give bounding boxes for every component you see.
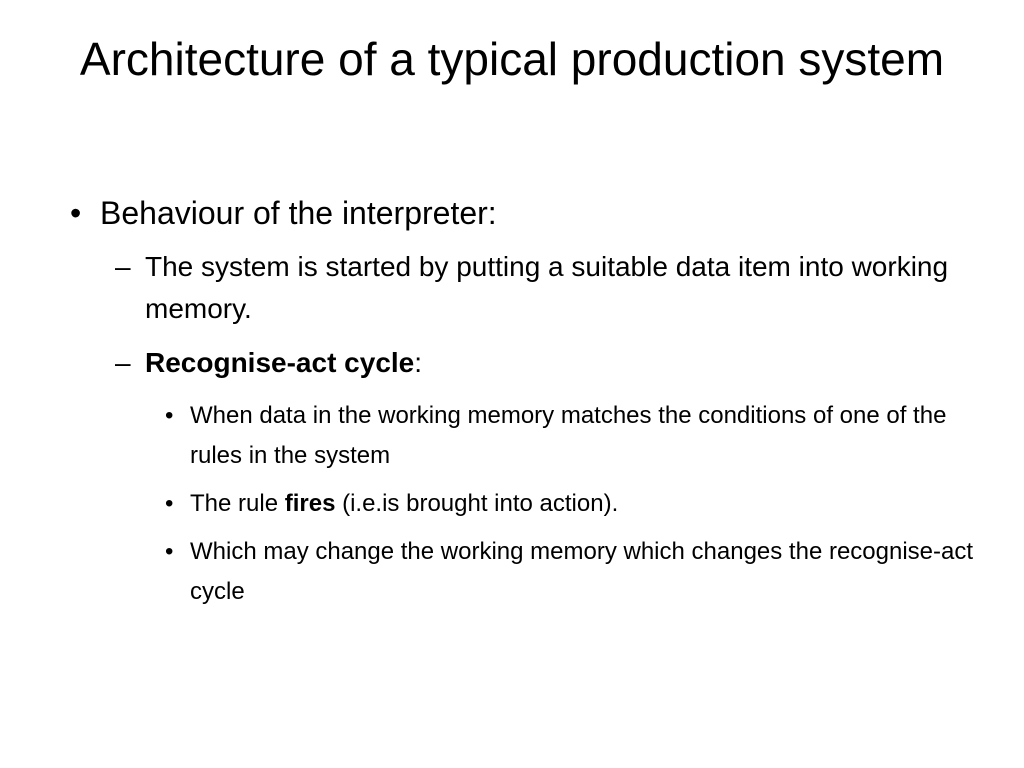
subsub-bullet-change-memory: • Which may change the working memory wh…	[165, 532, 990, 612]
dash-marker: –	[115, 347, 131, 378]
bullet-text: Behaviour of the interpreter:	[100, 195, 497, 231]
subsub-bullet-text: When data in the working memory matches …	[190, 402, 947, 469]
subsub-bullet-rule-fires: • The rule fires (i.e.is brought into ac…	[165, 484, 990, 524]
bullet-marker: •	[165, 538, 174, 565]
bullet-marker: •	[165, 490, 174, 517]
slide-body: • Behaviour of the interpreter: – The sy…	[70, 192, 990, 620]
sub-bullet-text: The system is started by putting a suita…	[145, 251, 949, 324]
subsub-bullet-data-matches: • When data in the working memory matche…	[165, 396, 990, 476]
bullet-marker: •	[165, 402, 174, 429]
sub-bullet-recognise-act: – Recognise-act cycle:	[115, 342, 990, 384]
rule-fires-pre: The rule	[190, 490, 285, 517]
slide-title: Architecture of a typical production sys…	[79, 33, 945, 85]
fires-term: fires	[284, 490, 336, 517]
bullet-marker: •	[70, 195, 82, 231]
recognise-act-colon: :	[414, 347, 423, 378]
dash-marker: –	[115, 251, 131, 282]
rule-fires-post: (i.e.is brought into action).	[335, 490, 619, 517]
recognise-act-term: Recognise-act cycle	[145, 347, 415, 378]
sub-bullet-system-start: – The system is started by putting a sui…	[115, 246, 990, 330]
bullet-interpreter-behaviour: • Behaviour of the interpreter:	[70, 192, 990, 234]
subsub-bullet-text: Which may change the working memory whic…	[190, 538, 974, 605]
